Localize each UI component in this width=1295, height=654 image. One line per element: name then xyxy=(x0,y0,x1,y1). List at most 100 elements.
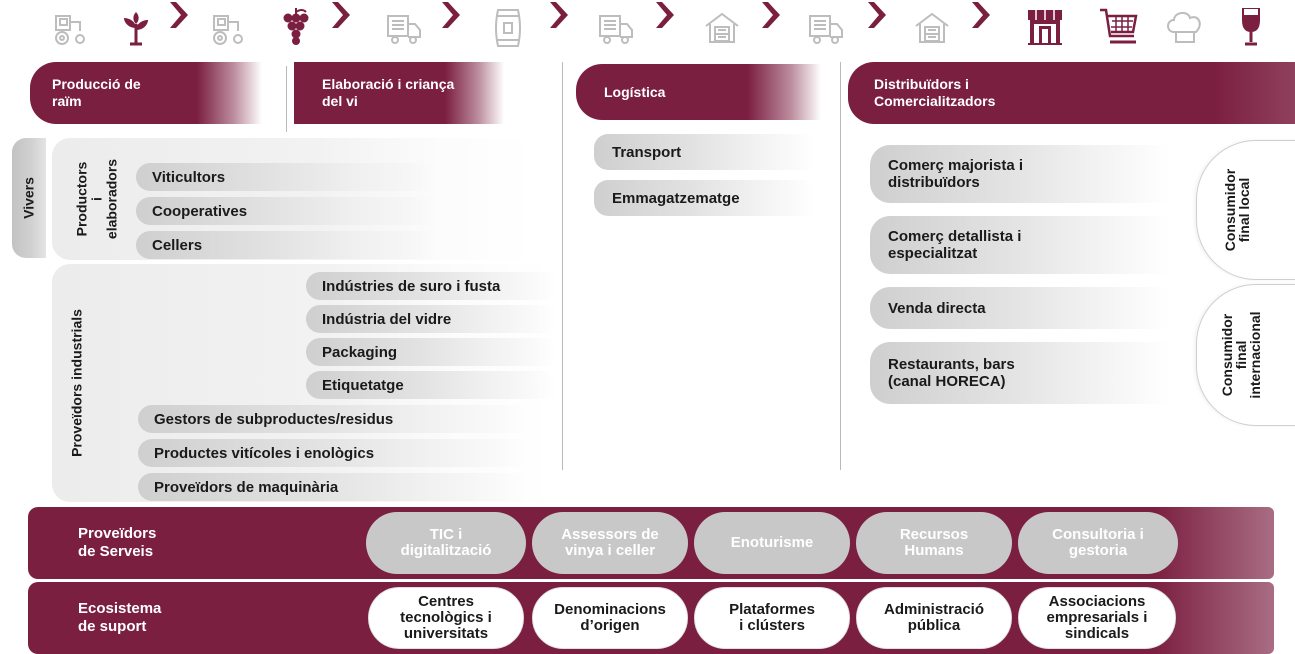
ecosystem-pill-label: Denominacions d’origen xyxy=(554,601,666,634)
phase-grape-production-label: Producció de raïm xyxy=(52,76,141,109)
producers-label: Productors i elaboradors xyxy=(73,158,120,240)
distribution-item-label: Restaurants, bars (canal HORECA) xyxy=(888,356,1015,390)
distribution-item-label: Comerç detallista i especialitzat xyxy=(888,228,1022,262)
ecosystem-band: Ecosistema de suport Centres tecnològics… xyxy=(28,582,1274,654)
industrial-inner-item: Etiquetatge xyxy=(306,371,556,399)
phase-wine-making-label: Elaboració i criança del vi xyxy=(322,76,455,109)
service-pill: Assessors de vinya i celler xyxy=(532,512,688,574)
truck-icon xyxy=(809,15,843,44)
column-divider xyxy=(562,62,563,470)
ecosystem-pill-label: Associacions empresarials i sindicals xyxy=(1046,593,1148,642)
logistics-item-label: Transport xyxy=(612,143,682,161)
column-divider xyxy=(286,66,287,132)
producer-item-label: Viticultors xyxy=(152,168,226,186)
distribution-item: Restaurants, bars (canal HORECA) xyxy=(870,342,1170,404)
industrial-inner-item-label: Indústries de suro i fusta xyxy=(322,277,501,295)
industrial-inner-item: Indústries de suro i fusta xyxy=(306,272,556,300)
logistics-item: Emmagatzematge xyxy=(594,180,814,216)
vivers-tab: Vivers xyxy=(12,138,46,258)
chevron-icon xyxy=(868,2,886,28)
logistics-item-label: Emmagatzematge xyxy=(612,189,740,207)
ecosystem-pill-label: Plataformes i clústers xyxy=(729,601,815,634)
producer-item-label: Cellers xyxy=(152,236,203,254)
services-band: Proveïdors de Serveis TIC i digitalitzac… xyxy=(28,507,1274,579)
industrial-item: Proveïdors de maquinària xyxy=(138,473,528,501)
ecosystem-pill: Administració pública xyxy=(856,587,1012,649)
distribution-item-label: Venda directa xyxy=(888,299,986,317)
ecosystem-pill: Centres tecnològics i universitats xyxy=(368,587,524,649)
industrial-inner-item: Indústria del vidre xyxy=(306,305,556,333)
ecosystem-title: Ecosistema de suport xyxy=(78,600,162,635)
vivers-label: Vivers xyxy=(20,177,37,219)
phase-grape-production: Producció de raïm xyxy=(30,62,262,124)
chevron-icon xyxy=(170,2,188,28)
producers-label-tab: Productors i elaboradors xyxy=(72,140,122,258)
industrial-item-label: Gestors de subproductes/residus xyxy=(154,410,394,428)
industrial-item: Gestors de subproductes/residus xyxy=(138,405,528,433)
industrial-item: Productes vitícoles i enològics xyxy=(138,439,528,467)
service-pill: Consultoria i gestoria xyxy=(1018,512,1178,574)
phase-logistics-label: Logística xyxy=(604,83,666,100)
vine-sprout-icon xyxy=(124,12,148,46)
tractor-icon xyxy=(213,15,243,45)
truck-icon xyxy=(599,15,633,44)
industrial-label: Proveïdors industrials xyxy=(68,309,85,457)
chevron-icon xyxy=(332,2,350,28)
producer-item: Cooperatives xyxy=(136,197,436,225)
logistics-item: Transport xyxy=(594,134,814,170)
consumer-international: Consumidor final internacional xyxy=(1196,284,1295,426)
distribution-item: Comerç detallista i especialitzat xyxy=(870,216,1170,274)
phase-distribution: Distribuïdors i Comercialitzadors xyxy=(848,62,1295,124)
distribution-item: Comerç majorista i distribuïdors xyxy=(870,145,1170,203)
producer-item: Cellers xyxy=(136,231,436,259)
producer-item: Viticultors xyxy=(136,163,436,191)
service-pill: TIC i digitalització xyxy=(366,512,526,574)
column-divider xyxy=(840,62,841,470)
ecosystem-pill: Plataformes i clústers xyxy=(694,587,850,649)
phase-logistics: Logística xyxy=(576,64,821,120)
service-pill-label: TIC i digitalització xyxy=(400,526,492,559)
distribution-item-label: Comerç majorista i distribuïdors xyxy=(888,157,1024,191)
service-pill: Enoturisme xyxy=(694,512,850,574)
distribution-item: Venda directa xyxy=(870,287,1170,329)
value-chain-icons xyxy=(55,2,1260,47)
service-pill: Recursos Humans xyxy=(856,512,1012,574)
consumer-local-label: Consumidor final local xyxy=(1222,168,1252,252)
industrial-inner-item-label: Etiquetatge xyxy=(322,376,404,394)
services-title: Proveïdors de Serveis xyxy=(78,525,157,560)
grapes-icon xyxy=(283,8,309,45)
warehouse-icon xyxy=(915,13,949,43)
industrial-item-label: Proveïdors de maquinària xyxy=(154,478,339,496)
service-pill-label: Recursos Humans xyxy=(899,526,969,559)
industrial-inner-item-label: Packaging xyxy=(322,343,398,361)
phase-distribution-label: Distribuïdors i Comercialitzadors xyxy=(874,76,996,109)
chevron-icon xyxy=(656,2,674,28)
tractor-icon xyxy=(55,15,85,45)
ecosystem-pill: Denominacions d’origen xyxy=(532,587,688,649)
shopping-cart-icon xyxy=(1100,8,1138,44)
consumer-international-label: Consumidor final internacional xyxy=(1219,311,1263,399)
shop-icon xyxy=(1028,10,1062,45)
truck-icon xyxy=(387,15,421,44)
wine-glass-icon xyxy=(1242,8,1260,46)
service-pill-label: Consultoria i gestoria xyxy=(1052,526,1144,559)
industrial-inner-item-label: Indústria del vidre xyxy=(322,310,452,328)
industrial-item-label: Productes vitícoles i enològics xyxy=(154,444,375,462)
ecosystem-pill-label: Centres tecnològics i universitats xyxy=(400,593,492,642)
chef-hat-icon xyxy=(1167,12,1201,43)
phase-wine-making: Elaboració i criança del vi xyxy=(294,62,504,124)
service-pill-label: Assessors de vinya i celler xyxy=(561,526,659,559)
industrial-inner-item: Packaging xyxy=(306,338,556,366)
ecosystem-pill: Associacions empresarials i sindicals xyxy=(1018,587,1176,649)
industrial-label-tab: Proveïdors industrials xyxy=(60,266,94,500)
producer-item-label: Cooperatives xyxy=(152,202,248,220)
barrel-icon xyxy=(495,9,521,47)
chevron-icon xyxy=(972,2,990,28)
service-pill-label: Enoturisme xyxy=(730,534,814,551)
warehouse-icon xyxy=(705,13,739,43)
chevron-icon xyxy=(762,2,780,28)
chevron-icon xyxy=(442,2,460,28)
consumer-local: Consumidor final local xyxy=(1196,140,1295,280)
ecosystem-pill-label: Administració pública xyxy=(883,601,985,634)
chevron-icon xyxy=(550,2,568,28)
